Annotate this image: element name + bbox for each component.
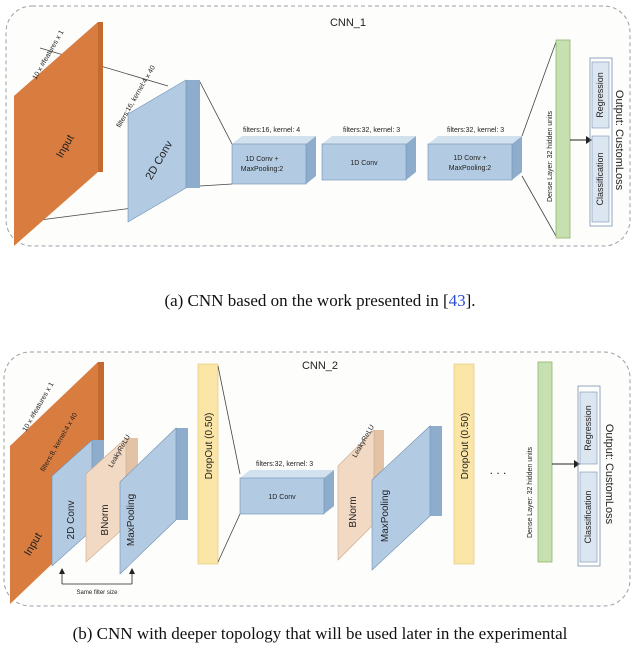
dropout-block-2: DropOut (0.50) (453, 363, 475, 565)
block3-params: filters:32, kernel: 3 (447, 127, 504, 134)
block2-top (322, 136, 416, 144)
regression-b-box (579, 391, 598, 465)
caption-a: (a) CNN based on the work presented in [… (0, 291, 640, 311)
conv1d-block-3: filters:32, kernel: 3 1D Conv + MaxPooli… (427, 127, 522, 181)
dense-bar (555, 39, 571, 239)
dropout1-label: DropOut (0.50) (204, 413, 215, 480)
regression-label: Regression (595, 72, 605, 118)
same-filter-arrow-l (59, 568, 65, 574)
block2-front (321, 143, 407, 181)
bnorm2-label: BNorm (348, 496, 359, 527)
conv1d-b-side (324, 470, 334, 514)
conv2d-block: filters:16, kernel:4 x 40 2D Conv (116, 64, 200, 223)
classification-b-label: Classification (583, 490, 593, 543)
conv1d-block-1: filters:16, kernel: 4 1D Conv + MaxPooli… (231, 127, 316, 185)
conv2d-front (127, 79, 187, 223)
dense-layer-b: Dense Layer: 32 hidden units (527, 361, 553, 563)
caption-b: (b) CNN with deeper topology that will b… (0, 624, 640, 644)
dense-label: Dense Layer: 32 hidden units (547, 110, 554, 202)
maxpool2-side (430, 426, 442, 516)
conv2d-side (186, 80, 200, 188)
dense-b-output-arrowhead (574, 460, 580, 468)
regression-box (591, 61, 610, 129)
block1-top (232, 136, 316, 144)
ellipsis: . . . (490, 463, 507, 477)
panel-cnn2: CNN_2 10 x #features x 1 Input filters:8… (3, 351, 631, 607)
conv1d-b-top (240, 470, 334, 478)
dense-layer: Dense Layer: 32 hidden units (547, 39, 571, 239)
conv2d-b-label: 2D Conv (66, 501, 77, 540)
same-filter-annotation: Same filter size (59, 568, 135, 596)
block2-label: 1D Conv (350, 160, 378, 167)
bnorm1-label: BNorm (100, 504, 111, 535)
output-title: Output: CustomLoss (613, 90, 625, 191)
classification-b-box (579, 471, 598, 563)
connector-block3-dense (521, 41, 557, 237)
panel-cnn1: CNN_1 10 x #features x 1 Input filters:1… (5, 5, 631, 247)
conv1d-block-b: filters:32, kernel: 3 1D Conv (239, 461, 334, 515)
panel-cnn1-title: CNN_1 (330, 17, 366, 29)
block3-side (512, 136, 522, 180)
connector-conv-1d (199, 81, 233, 187)
maxpool-block-1: MaxPooling (119, 427, 188, 575)
conv1d-b-front (239, 477, 325, 515)
classification-label: Classification (595, 152, 605, 205)
connector-dropout-conv1d (217, 365, 241, 563)
block3-line1: 1D Conv + (453, 155, 486, 162)
input-block-side (98, 22, 103, 172)
block1-line1: 1D Conv + (245, 156, 278, 163)
dropout2-bar (453, 363, 475, 565)
same-filter-arrow-r (129, 568, 135, 574)
dense-output-arrowhead (586, 136, 592, 144)
maxpool2-label: MaxPooling (380, 490, 391, 542)
dropout-block-1: DropOut (0.50) (197, 363, 219, 565)
output-block-b: Regression Classification Output: Custom… (577, 385, 615, 567)
block3-top (428, 136, 522, 144)
block2-side (406, 136, 416, 180)
panel-cnn2-title: CNN_2 (302, 360, 338, 372)
classification-box (591, 135, 610, 223)
conv1d-b-label: 1D Conv (268, 494, 296, 501)
dense-b-bar (537, 361, 553, 563)
output-b-outer (577, 385, 601, 567)
same-filter-label: Same filter size (76, 590, 118, 596)
caption-a-cite[interactable]: 43 (448, 291, 466, 310)
conv1d-b-params: filters:32, kernel: 3 (256, 461, 313, 468)
block1-side (306, 136, 316, 184)
output-b-title: Output: CustomLoss (603, 424, 615, 525)
dropout1-bar (197, 363, 219, 565)
block1-line2: MaxPooling:2 (241, 166, 284, 173)
block3-line2: MaxPooling:2 (449, 165, 492, 172)
maxpool1-front (119, 427, 177, 575)
caption-a-text: (a) CNN based on the work presented in [ (164, 291, 449, 310)
block1-front (231, 143, 307, 185)
maxpool1-label: MaxPooling (126, 494, 137, 546)
conv1d-block-2: filters:32, kernel: 3 1D Conv (321, 127, 416, 181)
regression-b-label: Regression (583, 405, 593, 451)
maxpool-block-2: MaxPooling (371, 425, 442, 571)
output-outer (589, 57, 613, 227)
maxpool2-front (371, 425, 431, 571)
caption-a-close: ]. (465, 291, 476, 310)
input-block-front (14, 22, 98, 246)
block3-front (427, 143, 513, 181)
dropout2-label: DropOut (0.50) (460, 413, 471, 480)
maxpool1-side (176, 428, 188, 520)
output-block: Regression Classification Output: Custom… (589, 57, 625, 227)
block1-params: filters:16, kernel: 4 (243, 127, 300, 134)
dense-b-label: Dense Layer: 32 hidden units (527, 446, 534, 538)
caption-b-text: (b) CNN with deeper topology that will b… (72, 624, 568, 643)
block2-params: filters:32, kernel: 3 (343, 127, 400, 134)
